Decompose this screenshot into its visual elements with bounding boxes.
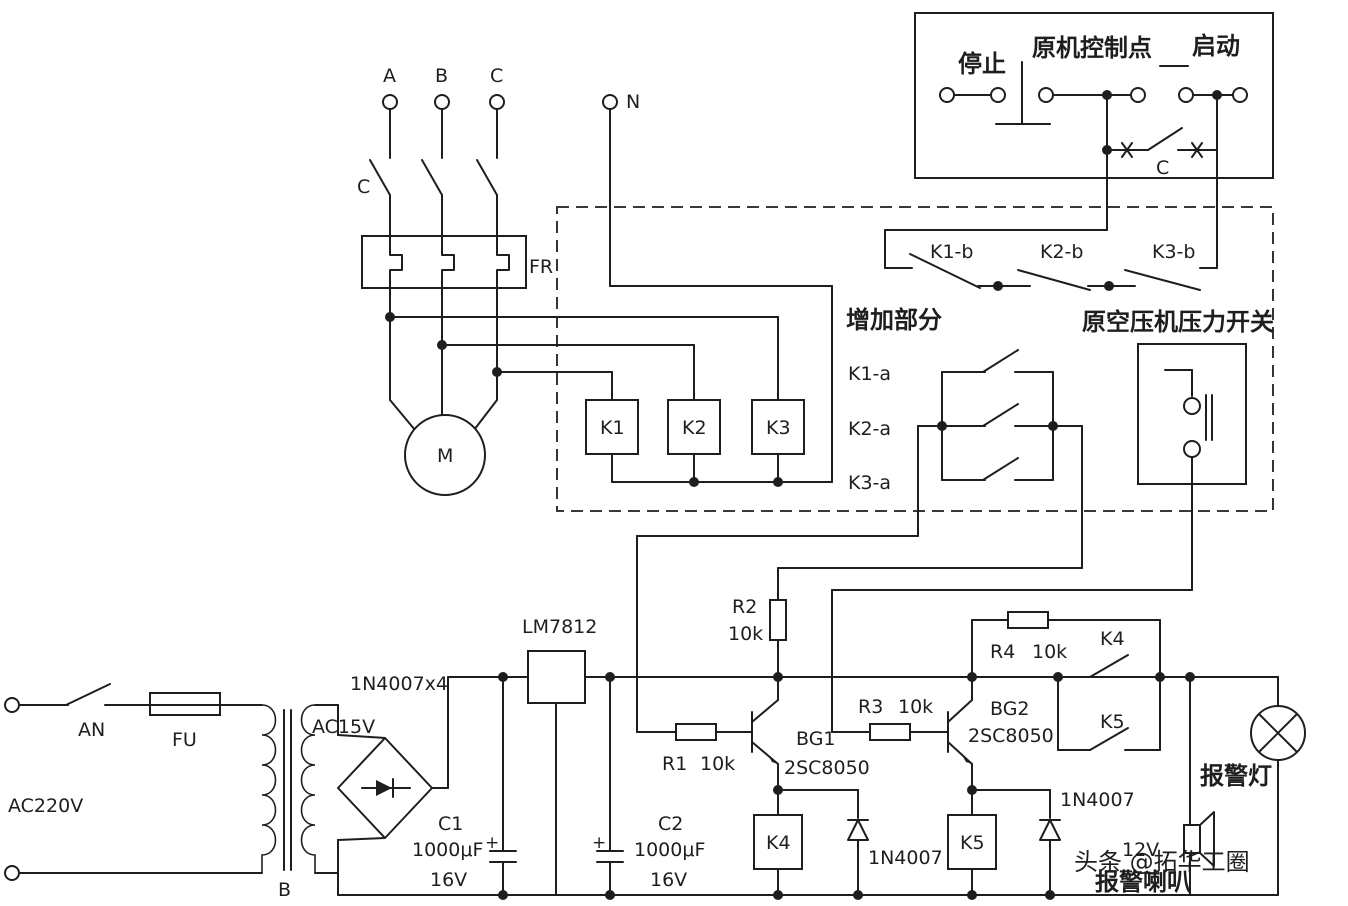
- phase-b-label: B: [435, 65, 448, 87]
- alarm-circuit: R2 10k R1 10k BG1 2SC8050 1N4007 K4 R3: [636, 596, 1306, 900]
- r3-label: R3: [858, 696, 883, 718]
- contact-k1b-label: K1-b: [930, 241, 973, 263]
- c1-voltage: 16V: [430, 869, 467, 891]
- fuse-label: FU: [172, 729, 197, 751]
- transformer-label: B: [278, 879, 291, 901]
- diode1-label: 1N4007: [868, 847, 943, 869]
- motor-label: M: [437, 445, 453, 467]
- diode2-label: 1N4007: [1060, 789, 1135, 811]
- pressure-switch-title: 原空压机压力开关: [1082, 308, 1274, 336]
- main-contactor-label: C: [357, 176, 370, 198]
- switch-label: AN: [78, 719, 105, 741]
- contact-k2b-label: K2-b: [1040, 241, 1083, 263]
- r2-label: R2: [732, 596, 757, 618]
- bridge-label: 1N4007x4: [350, 673, 448, 695]
- r3-value: 10k: [898, 696, 933, 718]
- power-supply: AC220V AN FU AC15V B 1N4007x4: [4, 616, 1191, 901]
- c2-label: C2: [658, 813, 683, 835]
- relay-k2-label: K2: [682, 417, 707, 439]
- lamp-label: 报警灯: [1200, 762, 1272, 790]
- phase-a-label: A: [383, 65, 396, 87]
- added-section-title: 增加部分: [846, 306, 942, 334]
- contact-k4-label: K4: [1100, 628, 1125, 650]
- stop-label: 停止: [958, 50, 1006, 78]
- pressure-switch: 原空压机压力开关: [1082, 308, 1274, 485]
- bg2-label: BG2: [990, 698, 1030, 720]
- watermark-text: 头条 @拓华工圈: [1074, 848, 1250, 876]
- mains-label: AC220V: [8, 795, 83, 817]
- r1-value: 10k: [700, 753, 735, 775]
- bg1-model: 2SC8050: [784, 757, 870, 779]
- phase-c-label: C: [490, 65, 503, 87]
- original-control-box: 停止 原机控制点 启动 C: [914, 12, 1274, 269]
- horn-voltage-label: 12V: [1122, 839, 1159, 861]
- svg-text:+: +: [592, 833, 606, 853]
- r4-label: R4: [990, 641, 1015, 663]
- regulator-label: LM7812: [522, 616, 597, 638]
- r4-value: 10k: [1032, 641, 1067, 663]
- contact-k1a-label: K1-a: [848, 363, 891, 385]
- secondary-label: AC15V: [312, 716, 375, 738]
- r2-value: 10k: [728, 623, 763, 645]
- contact-k5-label: K5: [1100, 711, 1125, 733]
- original-control-title: 原机控制点: [1032, 34, 1152, 62]
- relay-k1-label: K1: [600, 417, 625, 439]
- contact-k3a-label: K3-a: [848, 472, 891, 494]
- start-label: 启动: [1192, 32, 1240, 60]
- contact-k3b-label: K3-b: [1152, 241, 1195, 263]
- self-hold-contact-label: C: [1156, 157, 1169, 179]
- neutral-label: N: [626, 91, 640, 113]
- overload-relay-label: FR: [529, 256, 553, 278]
- sense-wiring: [636, 425, 1193, 733]
- c2-value: 1000μF: [634, 839, 705, 861]
- c1-label: C1: [438, 813, 463, 835]
- bg1-label: BG1: [796, 728, 836, 750]
- k5-label: K5: [960, 832, 985, 854]
- relay-k3-label: K3: [766, 417, 791, 439]
- three-phase-section: A B C N C FR M: [357, 65, 833, 496]
- c1-value: 1000μF: [412, 839, 483, 861]
- svg-text:+: +: [485, 833, 499, 853]
- r1-label: R1: [662, 753, 687, 775]
- c2-voltage: 16V: [650, 869, 687, 891]
- horn-label: 报警喇叭: [1095, 868, 1191, 896]
- k4-label: K4: [766, 832, 791, 854]
- added-section: 增加部分 K1 K2 K3 K1-b K2-b K3-b K1-a K2-a: [556, 206, 1274, 512]
- bg2-model: 2SC8050: [968, 725, 1054, 747]
- contact-k2a-label: K2-a: [848, 418, 891, 440]
